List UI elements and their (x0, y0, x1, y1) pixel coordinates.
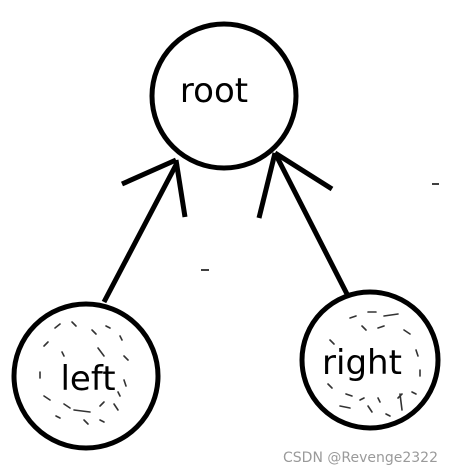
arrowhead-right (256, 150, 334, 219)
edge-left-to-root (101, 157, 188, 304)
node-left: left (11, 301, 161, 451)
node-right-circle (299, 289, 441, 431)
node-left-label: left (60, 359, 115, 399)
node-right: right (299, 289, 441, 431)
node-right-label: right (322, 343, 402, 383)
node-root-circle (149, 21, 299, 171)
node-right-texture (327, 311, 421, 417)
arrowhead-left (120, 157, 188, 218)
node-root: root (149, 21, 299, 171)
edge-right-to-root (256, 150, 351, 298)
node-root-label: root (180, 71, 248, 111)
watermark-text: CSDN @Revenge2322 (283, 450, 438, 466)
node-left-texture (39, 321, 129, 425)
